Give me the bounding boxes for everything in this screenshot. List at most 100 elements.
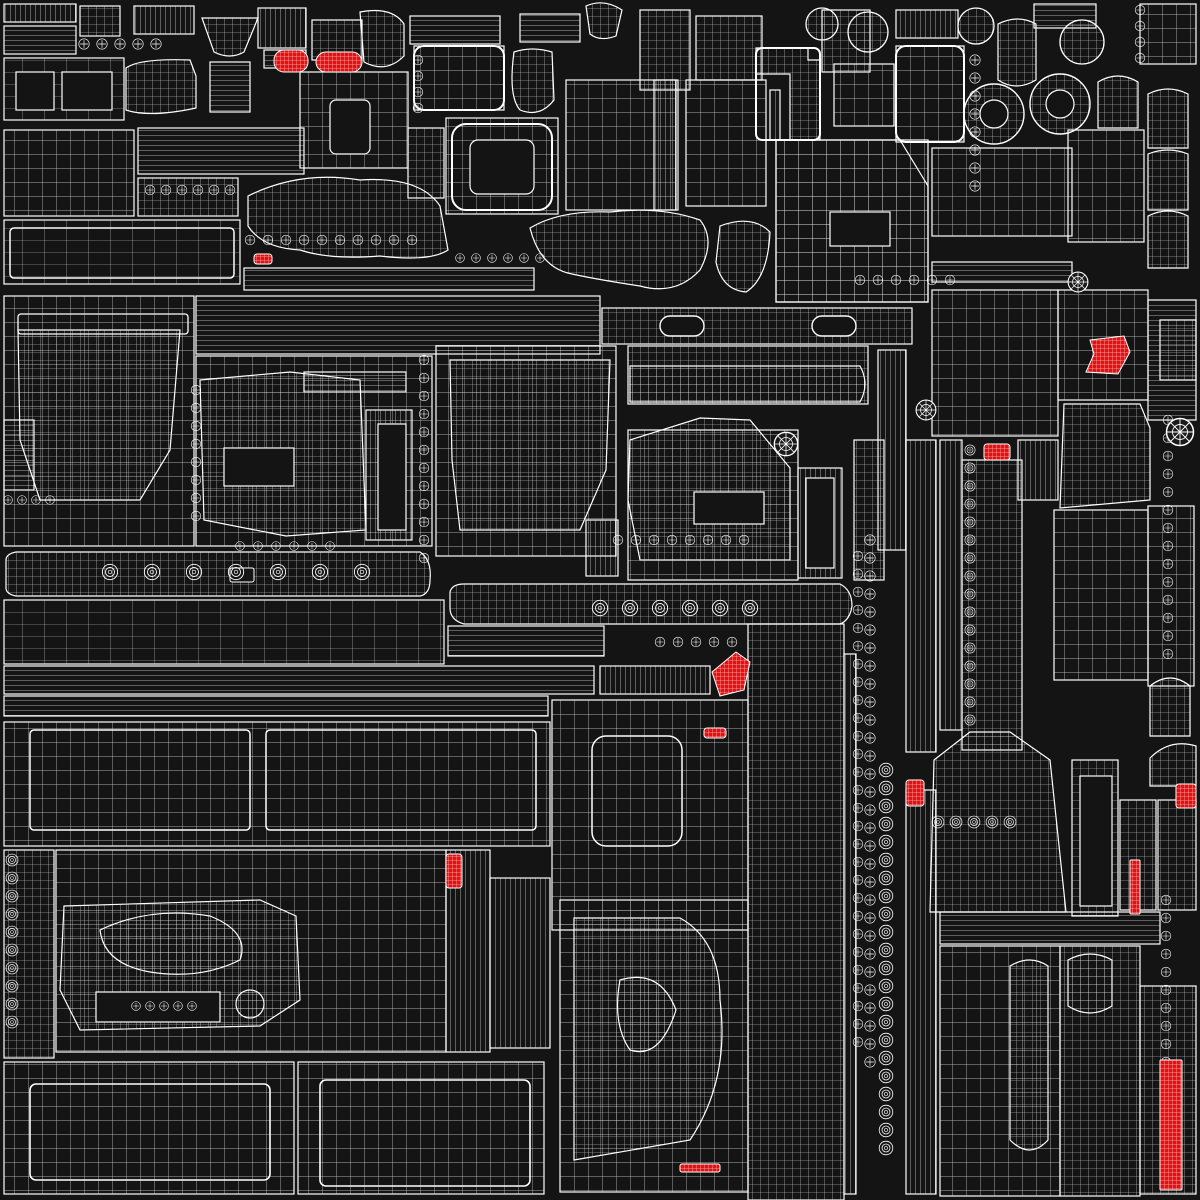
bolt-shell — [503, 253, 513, 263]
sphere-shell — [915, 399, 937, 421]
red-uv-shell — [679, 1163, 721, 1173]
uv-shell — [685, 79, 767, 207]
red-uv-shell — [315, 51, 363, 73]
bolt-shell — [45, 495, 55, 505]
bolt-shell — [864, 858, 876, 870]
bolt-shell — [190, 510, 202, 522]
bolt-shell — [864, 822, 876, 834]
bolt-shell — [388, 234, 400, 246]
bolt-shell — [852, 964, 864, 976]
uv-shell — [3, 721, 551, 847]
uv-shell-inset — [979, 99, 1009, 129]
bolt-shell — [253, 541, 263, 551]
sphere-shell — [1165, 417, 1195, 447]
bolt-shell — [235, 541, 245, 551]
bolt-shell — [926, 274, 938, 286]
bolt-shell — [969, 162, 981, 174]
bolt-shell — [852, 622, 864, 634]
bolt-shell — [455, 253, 465, 263]
bolt-shell — [145, 1001, 155, 1011]
highlighted-uv-shells — [253, 49, 1197, 1191]
bolt-shell — [289, 541, 299, 551]
uv-shell — [449, 359, 611, 531]
bolt-shell — [852, 730, 864, 742]
bolt-shell — [852, 604, 864, 616]
bolt-shell — [190, 492, 202, 504]
uv-shell — [17, 329, 181, 501]
uv-shell-border — [413, 45, 505, 111]
bolt-shell — [648, 534, 660, 546]
uv-shell — [895, 9, 959, 39]
bolt-shell — [864, 876, 876, 888]
uv-shell-border — [9, 227, 235, 279]
bolt-shell — [412, 54, 424, 66]
bolt-shell — [969, 126, 981, 138]
uv-shell — [833, 63, 895, 127]
bolt-shell — [1160, 948, 1172, 960]
uv-shell-curve — [629, 365, 866, 403]
bolt-shell — [418, 534, 430, 546]
uv-shell-inset — [95, 991, 221, 1023]
bolt-shell — [1134, 4, 1146, 16]
bolt-shell — [418, 480, 430, 492]
bolt-shell — [852, 838, 864, 850]
uv-shell — [1017, 439, 1059, 501]
uv-slot — [659, 315, 705, 337]
bolt-shell — [192, 184, 204, 196]
uv-shell — [409, 15, 501, 45]
bolt-shell — [1160, 1002, 1172, 1014]
bolt-shell — [852, 586, 864, 598]
bolt-shell — [1160, 984, 1172, 996]
uv-shell — [209, 61, 251, 113]
uv-shell — [695, 15, 763, 81]
uv-shell-curve — [125, 59, 197, 115]
bolt-shell — [190, 402, 202, 414]
uv-shell-disc — [235, 989, 265, 1019]
bolt-shell — [1160, 966, 1172, 978]
bolt-shell — [244, 234, 256, 246]
bolt-shell — [612, 534, 624, 546]
bolt-shell — [864, 984, 876, 996]
bolt-shell — [969, 108, 981, 120]
bolt-shell — [872, 274, 884, 286]
uv-shell — [905, 789, 937, 1195]
red-uv-shell — [445, 853, 463, 889]
uv-shell-curve — [201, 17, 259, 57]
bolt-shell — [666, 534, 678, 546]
uv-shell-curve — [1149, 677, 1191, 737]
uv-shell-disc — [957, 7, 995, 45]
uv-shell — [939, 911, 1161, 945]
red-uv-shell — [253, 253, 273, 265]
bolt-shell — [1134, 20, 1146, 32]
uv-shell-disc — [1059, 19, 1105, 65]
bolt-shell — [852, 748, 864, 760]
uv-shell — [1139, 3, 1197, 65]
bolt-shell — [726, 636, 738, 648]
bolt-shell — [17, 495, 27, 505]
red-uv-shell — [1175, 783, 1197, 809]
bolt-shell — [864, 1038, 876, 1050]
bolt-shell — [864, 786, 876, 798]
bolt-shell — [944, 274, 956, 286]
bolt-shell — [3, 495, 13, 505]
bolt-shell — [535, 253, 545, 263]
bolt-shell — [334, 234, 346, 246]
bolt-shell — [864, 912, 876, 924]
uv-shell — [3, 419, 35, 491]
bolt-shell — [702, 534, 714, 546]
bolt-shell — [969, 144, 981, 156]
bolt-shell — [1134, 36, 1146, 48]
uv-shell-curve — [359, 9, 405, 68]
bolt-shell — [852, 982, 864, 994]
uv-shell-border — [591, 735, 683, 847]
bolt-shell — [864, 750, 876, 762]
uv-shell — [585, 519, 619, 577]
uv-shell — [3, 1061, 295, 1195]
bolt-shell — [864, 966, 876, 978]
bolt-shell — [630, 534, 642, 546]
bolt-shell — [908, 274, 920, 286]
bolt-shell — [864, 642, 876, 654]
bolt-shell — [1162, 486, 1174, 498]
bolt-shell — [1162, 558, 1174, 570]
uv-shell-border — [29, 1083, 271, 1181]
